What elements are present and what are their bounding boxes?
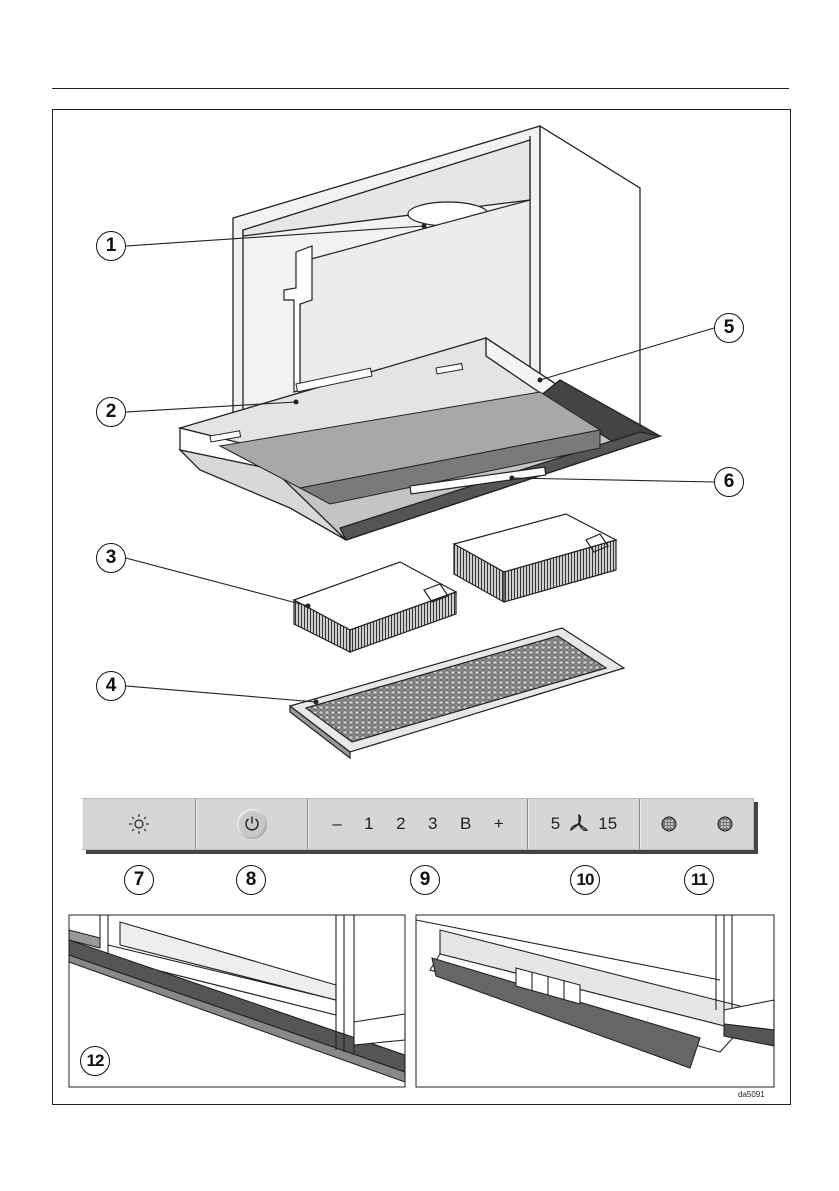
charcoal-filter-right — [454, 514, 616, 602]
callout-7: 7 — [124, 865, 154, 895]
callout-12: 12 — [80, 1046, 110, 1076]
fan-icon — [568, 813, 590, 835]
fan-speed-2-button[interactable]: 2 — [396, 814, 405, 834]
callout-4: 4 — [96, 671, 126, 701]
callout-11: 11 — [684, 865, 714, 895]
sun-icon — [128, 813, 150, 835]
fan-speed-controls: – 1 2 3 B + — [308, 799, 528, 849]
control-panel: – 1 2 3 B + 5 15 — [82, 798, 754, 850]
power-button-disc — [237, 809, 267, 839]
timer-right-value: 15 — [598, 814, 617, 834]
fan-speed-1-button[interactable]: 1 — [364, 814, 373, 834]
fan-speed-plus-button[interactable]: + — [494, 814, 504, 834]
charcoal-filter-left — [294, 562, 456, 652]
fan-boost-button[interactable]: B — [460, 814, 471, 834]
filter-indicator-charcoal-icon — [717, 816, 733, 832]
callout-9: 9 — [410, 865, 440, 895]
fan-speed-3-button[interactable]: 3 — [428, 814, 437, 834]
callout-10: 10 — [570, 865, 600, 895]
callout-2: 2 — [96, 397, 126, 427]
timer-button[interactable]: 5 15 — [528, 799, 640, 849]
fan-speed-minus-button[interactable]: – — [332, 814, 341, 834]
callout-6: 6 — [714, 467, 744, 497]
power-button[interactable] — [196, 799, 308, 849]
callout-3: 3 — [96, 543, 126, 573]
light-button[interactable] — [82, 799, 196, 849]
filter-indicators — [640, 799, 753, 849]
timer-left-value: 5 — [551, 814, 560, 834]
callout-1: 1 — [96, 231, 126, 261]
callout-5: 5 — [714, 313, 744, 343]
callout-8: 8 — [236, 865, 266, 895]
filter-indicator-grease-icon — [661, 816, 677, 832]
drawing-code: da5091 — [738, 1090, 765, 1099]
power-icon — [242, 814, 262, 834]
